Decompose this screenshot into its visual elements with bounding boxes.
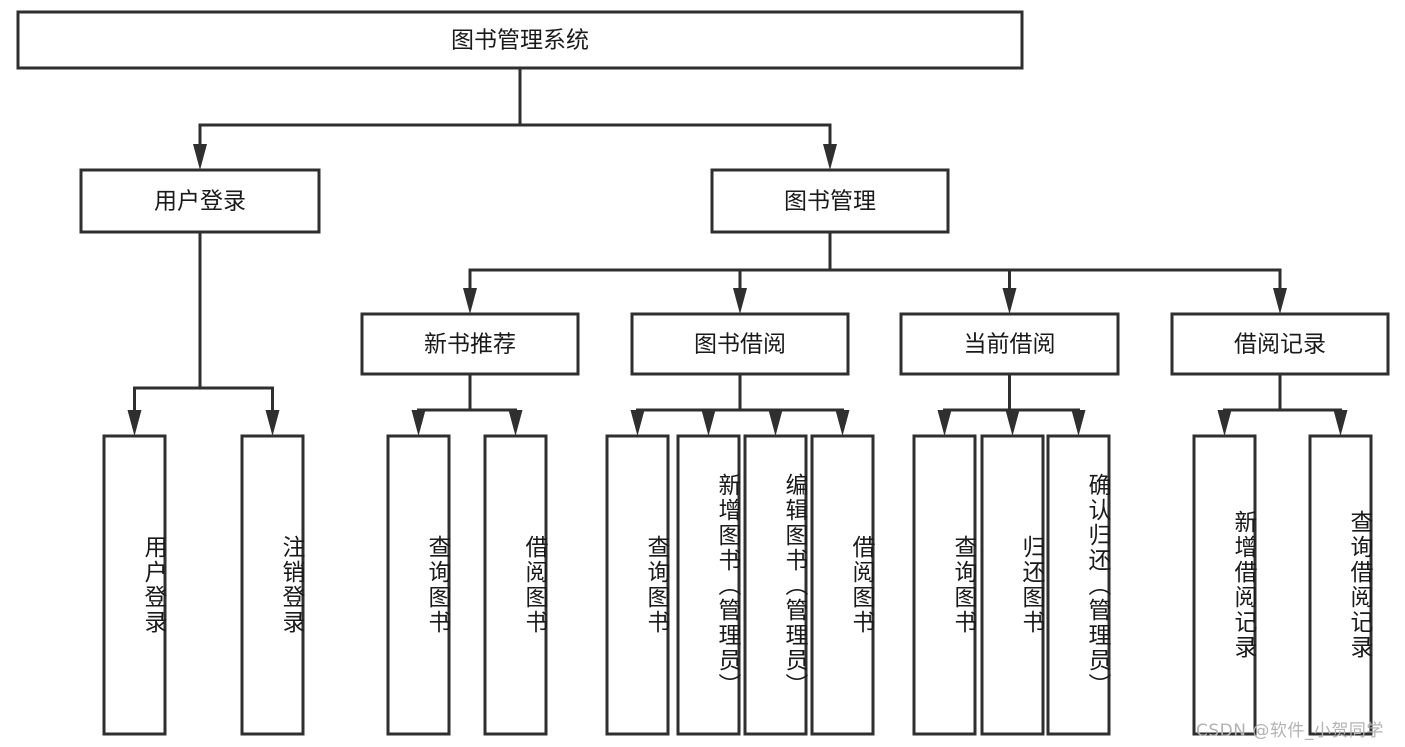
arrow-borrow-records — [1273, 288, 1287, 314]
node-box-leaf-logout[interactable] — [240, 434, 305, 736]
node-box-borrow-records[interactable] — [1170, 312, 1390, 376]
node-box-book-management[interactable] — [710, 168, 950, 234]
node-box-leaf-query-book-rec[interactable] — [386, 434, 451, 736]
node-box-leaf-borrow-book[interactable] — [810, 434, 875, 736]
node-box-root[interactable] — [16, 10, 1024, 70]
node-box-leaf-return-book[interactable] — [980, 434, 1045, 736]
node-label-borrow-records: 借阅记录 — [1234, 332, 1326, 358]
arrow-leaf-add-book-admin — [701, 410, 716, 436]
arrow-leaf-add-borrow-record — [1217, 410, 1232, 436]
node-label-new-book-recommend: 新书推荐 — [424, 332, 516, 358]
arrow-leaf-borrow-book-rec — [508, 410, 523, 436]
node-label-root: 图书管理系统 — [451, 28, 589, 54]
node-box-leaf-query-borrow-record[interactable] — [1308, 434, 1373, 736]
node-box-leaf-query-book-borrow[interactable] — [605, 434, 670, 736]
arrow-book-borrow — [733, 288, 747, 314]
node-box-user-login[interactable] — [79, 168, 321, 234]
node-box-new-book-recommend[interactable] — [360, 312, 580, 376]
arrow-book-management — [823, 144, 837, 170]
node-box-leaf-edit-book-admin[interactable] — [743, 434, 808, 736]
arrow-leaf-query-book-borrow — [630, 410, 645, 436]
node-box-book-borrow[interactable] — [630, 312, 850, 376]
arrow-leaf-logout — [265, 410, 280, 436]
node-label-current-borrow: 当前借阅 — [964, 332, 1056, 358]
watermark-text: CSDN @软件_小贺同学 — [1196, 721, 1384, 741]
node-box-leaf-user-login[interactable] — [102, 434, 167, 736]
arrow-leaf-query-book-current — [937, 410, 952, 436]
arrow-leaf-query-borrow-record — [1333, 410, 1348, 436]
node-box-leaf-add-borrow-record[interactable] — [1192, 434, 1257, 736]
node-box-leaf-query-book-current[interactable] — [912, 434, 977, 736]
node-box-leaf-confirm-return-admin[interactable] — [1046, 434, 1111, 736]
node-label-user-login: 用户登录 — [154, 189, 246, 215]
node-box-leaf-add-book-admin[interactable] — [676, 434, 741, 736]
arrow-leaf-confirm-return-admin — [1071, 410, 1086, 436]
arrow-leaf-query-book-rec — [411, 410, 426, 436]
boxes-layer — [16, 10, 1390, 736]
node-label-book-borrow: 图书借阅 — [694, 332, 786, 358]
arrow-leaf-edit-book-admin — [768, 410, 783, 436]
arrow-new-book-recommend — [463, 288, 477, 314]
arrow-current-borrow — [1002, 288, 1017, 314]
node-box-leaf-borrow-book-rec[interactable] — [483, 434, 548, 736]
node-box-current-borrow[interactable] — [899, 312, 1120, 376]
arrow-leaf-user-login — [127, 410, 142, 436]
arrow-user-login — [193, 144, 207, 170]
arrow-leaf-borrow-book — [835, 410, 850, 436]
connectors-layer — [127, 66, 1348, 436]
node-label-book-management: 图书管理 — [784, 189, 876, 215]
arrow-leaf-return-book — [1005, 410, 1020, 436]
